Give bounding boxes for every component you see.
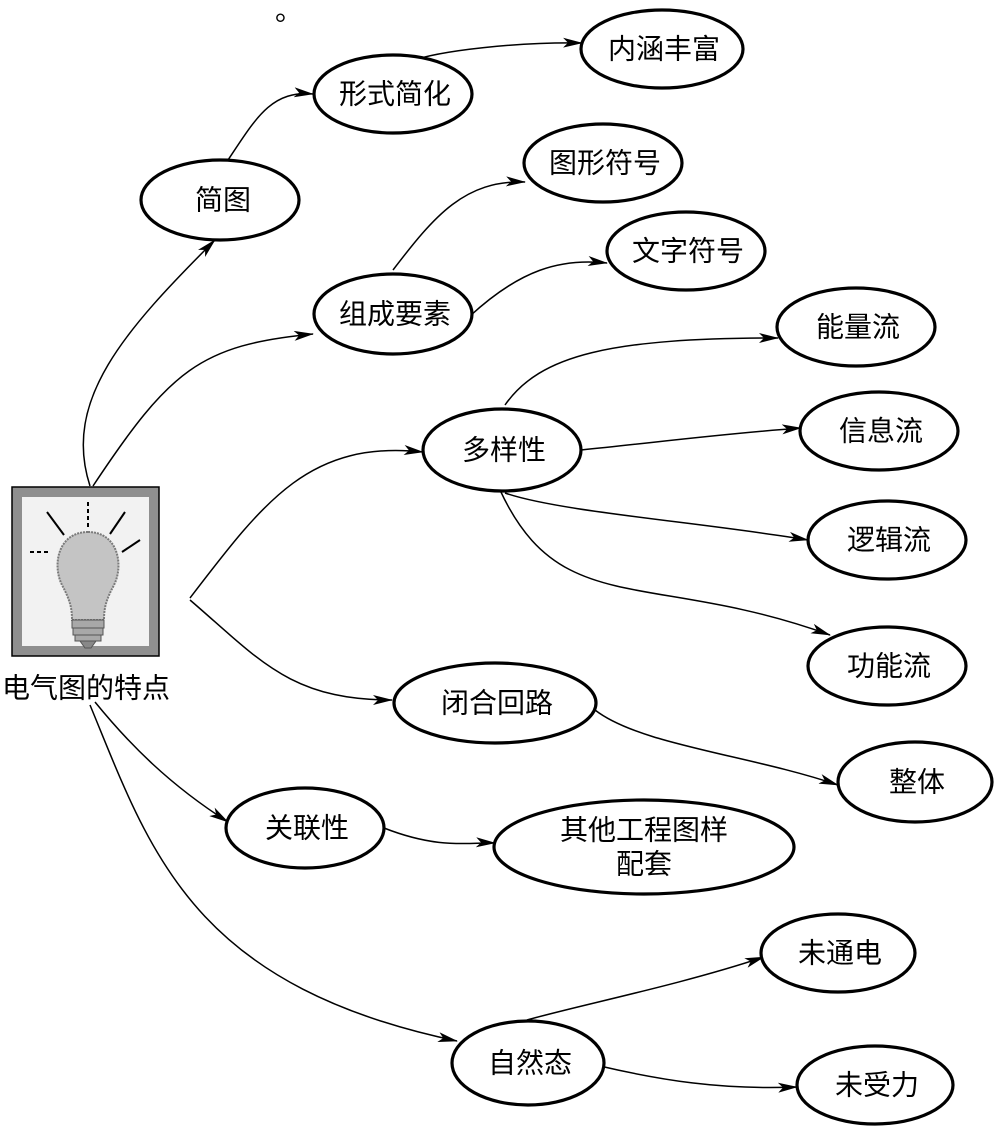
node-label: 未通电	[798, 937, 882, 970]
node-label: 多样性	[462, 434, 546, 467]
edge-duoyang-gongneng	[499, 489, 831, 636]
node-label: 信息流	[839, 415, 923, 448]
node-gongnengliu: 功能流	[806, 625, 968, 707]
edge-duoyang-nengliang	[504, 333, 779, 406]
node-zucheng-yaosu: 组成要素	[312, 272, 474, 356]
edge-ziran-weitongdian	[526, 956, 765, 1021]
node-label: 闭合回路	[441, 687, 553, 720]
edge-bihe-zhengti	[594, 709, 839, 786]
node-zhengti: 整体	[836, 740, 994, 824]
node-label-line2: 配套	[616, 848, 672, 881]
node-label: 未受力	[835, 1069, 919, 1102]
edge-ziran-weishouli	[599, 1065, 798, 1093]
node-nengliangliu: 能量流	[775, 286, 937, 368]
node-label: 组成要素	[339, 298, 451, 331]
edge-guanlian-qita	[383, 827, 496, 848]
edge-zucheng-wenzi	[469, 256, 608, 317]
edge-root-ziran	[89, 704, 458, 1042]
node-label: 逻辑流	[847, 524, 931, 557]
edge-root-guanlian	[94, 701, 229, 823]
node-wenzi-fuhao: 文字符号	[605, 210, 767, 292]
edge-duoyang-xinxi	[580, 424, 802, 451]
node-label: 功能流	[847, 650, 931, 683]
heading-fragment: 。	[275, 0, 303, 27]
node-duoyangxing: 多样性	[421, 407, 583, 493]
node-label: 整体	[889, 766, 945, 799]
node-label: 关联性	[265, 812, 349, 845]
edge-jiantu-xingshi	[225, 87, 314, 164]
node-bihe-huilu: 闭合回路	[392, 661, 598, 745]
node-label: 内涵丰富	[608, 33, 720, 66]
node-label: 文字符号	[632, 235, 744, 268]
node-label: 图形符号	[549, 147, 661, 180]
node-tuxing-fuhao: 图形符号	[522, 122, 684, 204]
edge-root-duoyang	[189, 445, 424, 599]
edge-root-jiantu	[82, 239, 216, 487]
edge-root-zucheng	[92, 330, 314, 487]
node-neihan-fengfu: 内涵丰富	[579, 8, 745, 90]
node-luojiliu: 逻辑流	[806, 499, 968, 581]
node-guanlianxing: 关联性	[224, 786, 386, 870]
node-jiantu: 简图	[139, 158, 301, 242]
node-label: 能量流	[816, 311, 900, 344]
node-label: 形式简化	[339, 78, 451, 111]
node-wei-shouli: 未受力	[795, 1044, 955, 1126]
edge-zucheng-tuxing	[392, 176, 526, 271]
node-label-line1: 其他工程图样	[560, 814, 728, 847]
node-xinxiliu: 信息流	[798, 390, 960, 472]
edges	[82, 37, 839, 1093]
node-ziran-tai: 自然态	[450, 1019, 606, 1107]
edge-root-bihe	[189, 599, 393, 705]
node-qita-gongcheng-tuyang-peitao: 其他工程图样 配套	[492, 798, 796, 896]
node-label: 自然态	[488, 1047, 572, 1080]
node-wei-tongdian: 未通电	[759, 912, 917, 994]
root-node: 电气图的特点	[2, 486, 170, 705]
node-xingshi-jianhua: 形式简化	[312, 53, 474, 135]
light-bulb-icon	[11, 486, 160, 657]
edge-duoyang-luoji	[504, 492, 809, 542]
root-caption: 电气图的特点	[2, 672, 170, 705]
node-label: 简图	[195, 184, 251, 217]
